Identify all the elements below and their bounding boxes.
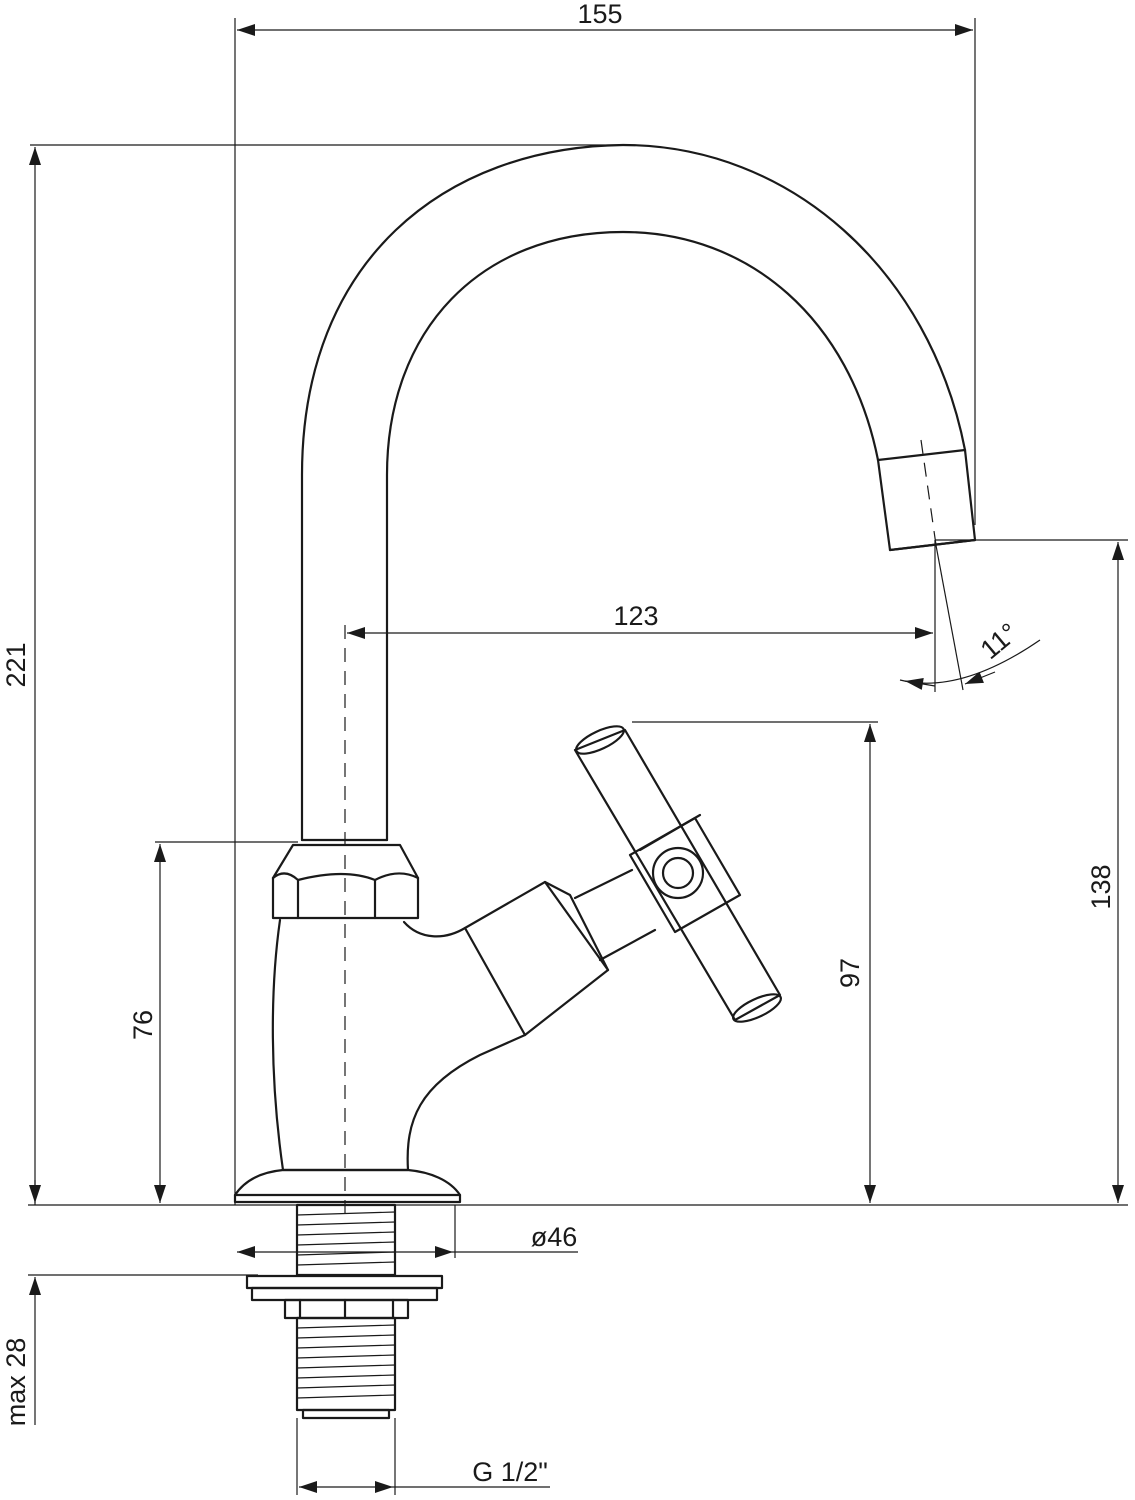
label-76: 76 <box>128 1010 158 1040</box>
washer <box>245 1274 444 1290</box>
upper-thread <box>295 1203 397 1277</box>
lock-nut <box>283 1298 410 1320</box>
spout-nut <box>271 838 420 920</box>
aerator <box>876 448 977 552</box>
cross-handle <box>573 725 782 1023</box>
label-46: ø46 <box>531 1222 578 1252</box>
label-thread: G 1/2" <box>472 1457 548 1487</box>
label-angle: 11° <box>975 617 1024 665</box>
valve-housing <box>463 868 657 1037</box>
faucet-outline <box>233 143 977 1420</box>
label-123: 123 <box>613 601 658 631</box>
spout-inner <box>385 230 880 842</box>
label-155: 155 <box>577 0 622 29</box>
base-flange <box>233 1168 462 1204</box>
label-97: 97 <box>835 958 865 988</box>
spout-outer <box>300 143 967 842</box>
label-221: 221 <box>1 642 31 687</box>
label-138: 138 <box>1086 864 1116 909</box>
dimension-lines <box>28 18 1128 1495</box>
dim-angle-arc <box>899 639 1041 684</box>
lower-thread <box>295 1316 397 1420</box>
valve-body <box>271 918 527 1172</box>
label-max-28: max 28 <box>1 1338 31 1427</box>
dimension-labels: 155 221 123 138 97 76 ø46 max 28 G 1/2" … <box>1 0 1116 1487</box>
